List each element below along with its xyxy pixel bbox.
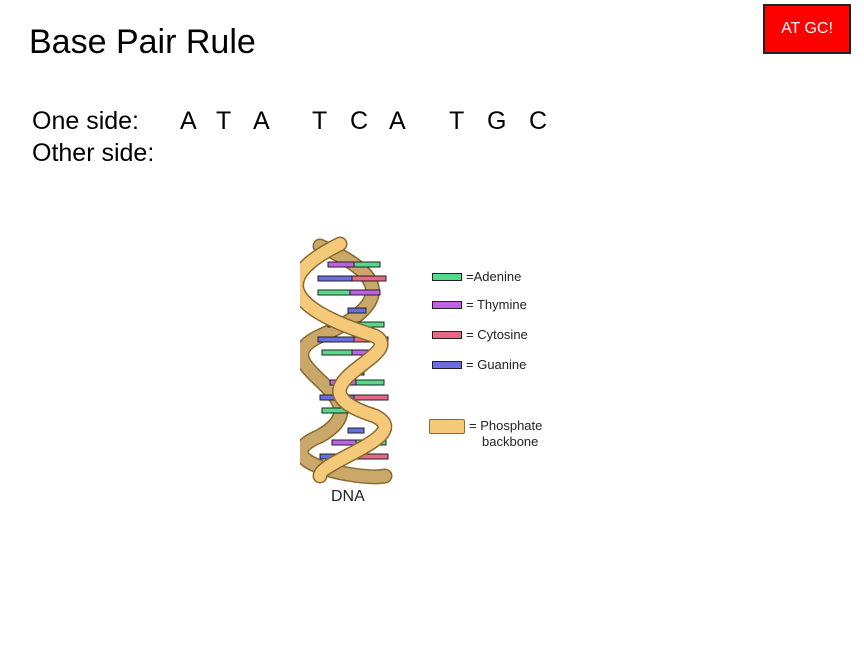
phosphate-swatch <box>429 419 465 434</box>
base-letter: A <box>253 107 270 135</box>
base-letter: T <box>216 107 232 135</box>
base-letter: C <box>350 107 369 135</box>
legend-adenine: =Adenine <box>432 269 521 284</box>
one-side-label: One side: <box>32 107 140 135</box>
legend-phosphate-label: = Phosphate backbone <box>469 418 542 450</box>
base-letter: T <box>312 107 328 135</box>
legend-guanine-label: = Guanine <box>466 357 527 372</box>
base-letter: G <box>487 107 507 135</box>
thymine-swatch <box>432 300 462 309</box>
legend-thymine: = Thymine <box>432 297 527 312</box>
dna-caption: DNA <box>331 488 365 505</box>
legend-phosphate: = Phosphate backbone <box>429 418 542 450</box>
base-letter: A <box>180 107 197 135</box>
dna-helix-illustration <box>300 236 393 485</box>
legend-cytosine: = Cytosine <box>432 327 528 342</box>
phosphate-label-line1: = Phosphate <box>469 418 543 433</box>
guanine-swatch <box>432 360 462 369</box>
at-gc-badge[interactable]: AT GC! <box>763 4 851 54</box>
backbone-front-strand-fill <box>300 238 391 482</box>
phosphate-label-line2: backbone <box>482 434 539 449</box>
page-title: Base Pair Rule <box>29 23 256 61</box>
other-side-label: Other side: <box>32 139 155 167</box>
adenine-swatch <box>432 272 462 281</box>
base-letter: C <box>529 107 548 135</box>
base-letter: A <box>389 107 406 135</box>
legend-guanine: = Guanine <box>432 357 526 372</box>
legend-adenine-label: =Adenine <box>466 269 522 284</box>
legend-thymine-label: = Thymine <box>466 297 527 312</box>
cytosine-swatch <box>432 330 462 339</box>
badge-label: AT GC! <box>781 20 833 37</box>
legend-cytosine-label: = Cytosine <box>466 327 528 342</box>
base-letter: T <box>449 107 465 135</box>
